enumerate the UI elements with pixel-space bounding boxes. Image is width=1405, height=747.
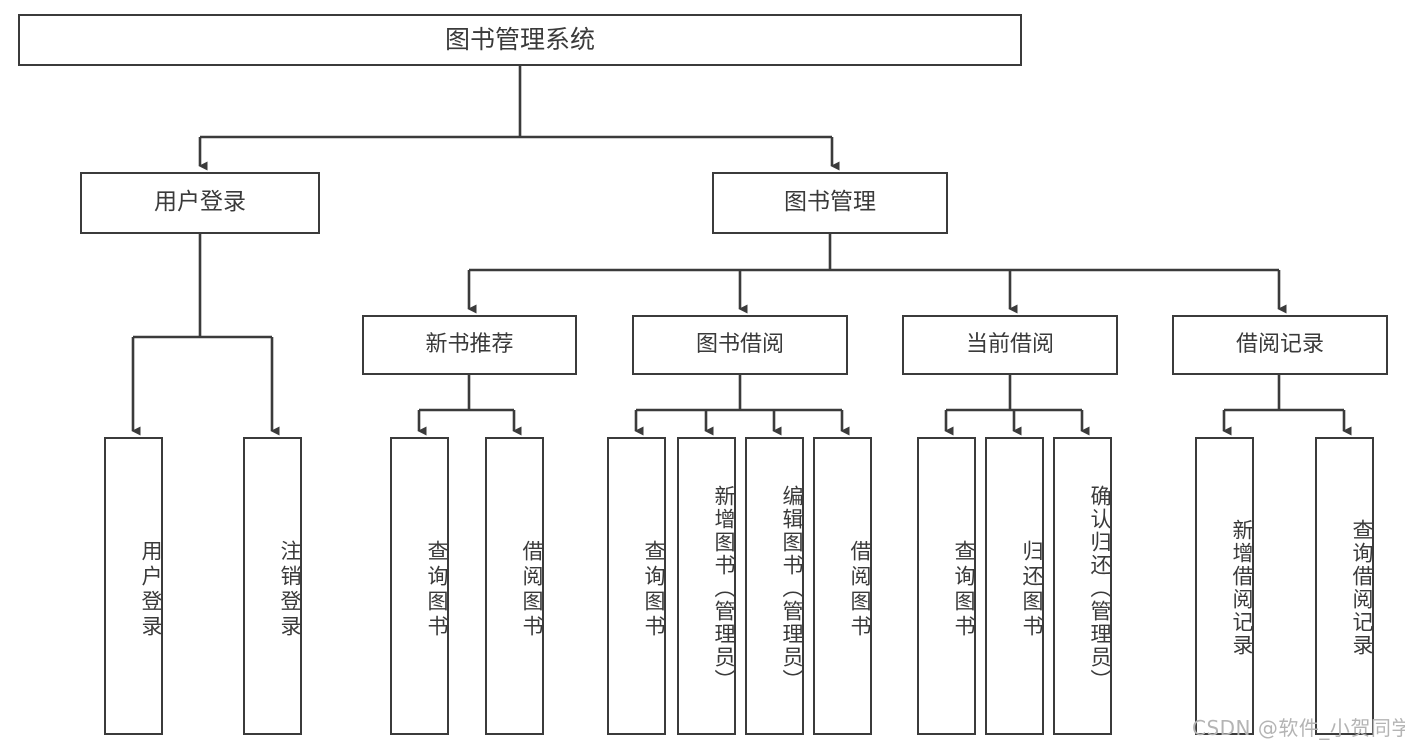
- leaf-borrow-add-book-admin[interactable]: 新增图书（管理员）: [677, 437, 736, 735]
- leaf-current-query-book[interactable]: 查询图书: [917, 437, 976, 735]
- leaf-user-login-login[interactable]: 用户登录: [104, 437, 163, 735]
- leaf-record-add-record[interactable]: 新增借阅记录: [1195, 437, 1254, 735]
- leaf-borrow-query-book[interactable]: 查询图书: [607, 437, 666, 735]
- leaf-borrow-edit-book-admin[interactable]: 编辑图书（管理员）: [745, 437, 804, 735]
- node-user-login[interactable]: 用户登录: [80, 172, 320, 234]
- node-new-book-recommend[interactable]: 新书推荐: [362, 315, 577, 375]
- leaf-borrow-borrow-book[interactable]: 借阅图书: [813, 437, 872, 735]
- csdn-watermark: CSDN @软件_小贺同学: [1192, 716, 1405, 740]
- leaf-current-confirm-return-admin[interactable]: 确认归还（管理员）: [1053, 437, 1112, 735]
- leaf-record-query-record[interactable]: 查询借阅记录: [1315, 437, 1374, 735]
- node-root-system[interactable]: 图书管理系统: [18, 14, 1022, 66]
- leaf-current-return-book[interactable]: 归还图书: [985, 437, 1044, 735]
- leaf-new-book-borrow[interactable]: 借阅图书: [485, 437, 544, 735]
- leaf-new-book-query[interactable]: 查询图书: [390, 437, 449, 735]
- leaf-user-login-logout[interactable]: 注销登录: [243, 437, 302, 735]
- node-borrow-record[interactable]: 借阅记录: [1172, 315, 1388, 375]
- node-current-borrow[interactable]: 当前借阅: [902, 315, 1118, 375]
- node-book-management[interactable]: 图书管理: [712, 172, 948, 234]
- node-book-borrow[interactable]: 图书借阅: [632, 315, 848, 375]
